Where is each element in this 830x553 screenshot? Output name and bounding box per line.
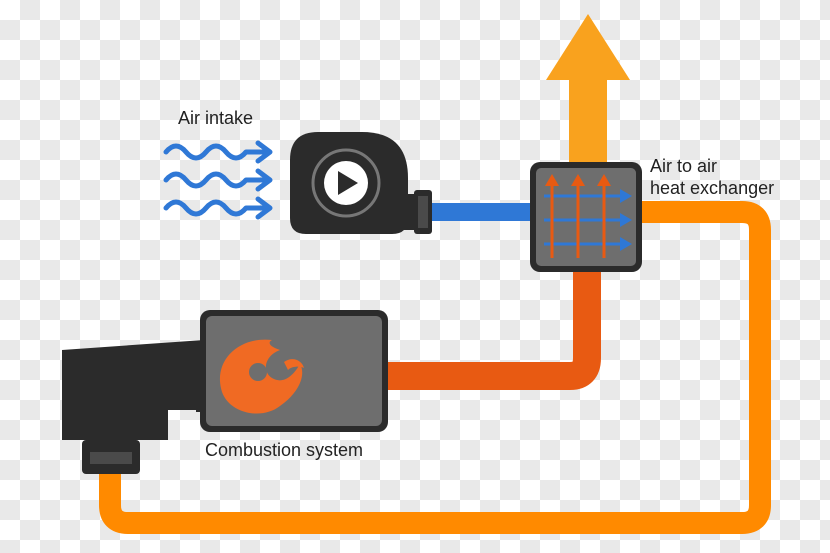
combustion-system-label: Combustion system [205, 440, 364, 460]
blower-fan [290, 132, 432, 234]
exhaust-up-arrow-icon [546, 14, 630, 173]
heat-exchanger-label-line2: heat exchanger [650, 178, 775, 198]
hot-exhaust-pipe [386, 268, 601, 390]
return-pipe [99, 201, 771, 534]
heat-exchanger-label: Air to air heat exchanger [650, 155, 774, 199]
combustion-system [62, 310, 388, 474]
intake-pipe [428, 203, 532, 221]
air-intake-label: Air intake [178, 108, 254, 128]
heat-exchanger-label-line1: Air to air [650, 156, 718, 176]
play-icon [338, 171, 358, 195]
heat-exchanger [530, 162, 642, 272]
wavy-arrow-icon [163, 140, 273, 220]
flame-icon [219, 339, 304, 414]
